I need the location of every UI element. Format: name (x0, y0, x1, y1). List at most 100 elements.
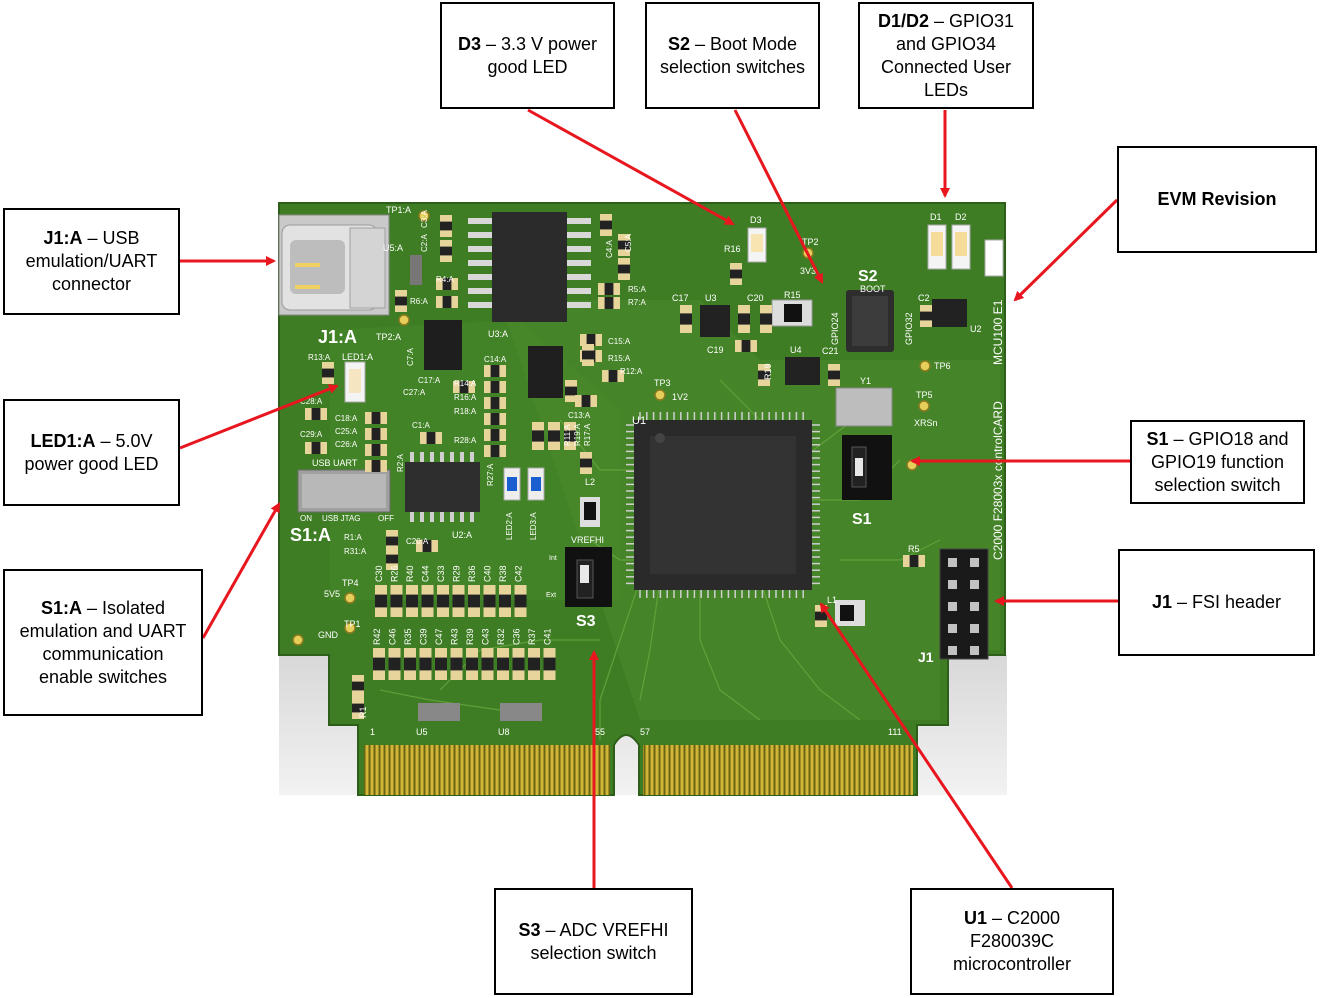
silk-usb-jtag: USB JTAG (322, 514, 361, 523)
silk-xrsn: XRSn (914, 418, 938, 428)
silk-c19: C19 (707, 345, 724, 355)
callout-line-text: – GPIO31 (928, 10, 1015, 31)
silk-j1a: J1:A (318, 327, 357, 347)
silk-left-label: R1:A (344, 533, 362, 542)
callout-line-bold: J1:A (43, 228, 83, 248)
silk-mid-label: R18:A (454, 407, 477, 416)
callout-line-text: – USB (82, 228, 140, 248)
silk-u4: U4 (790, 345, 802, 355)
silk-pin111: 111 (888, 727, 902, 737)
silk-row2-label: R43 (450, 628, 460, 645)
callout-line-bold: S1 (1146, 428, 1169, 449)
silk-s1: S1 (852, 511, 872, 528)
callout-line: J1:A – USB (43, 227, 139, 250)
silk-left-label: C17:A (418, 376, 441, 385)
callout-line: emulation/UART (26, 250, 158, 273)
silk-mid-label: R15:A (608, 354, 631, 363)
silk-tp4: TP4 (342, 578, 359, 588)
callout-line-text: F280039C (969, 931, 1055, 951)
callout-line: LED1:A – 5.0V (30, 430, 152, 453)
silk-row1-label: C42 (514, 565, 524, 582)
callout-line-text: connector (51, 274, 132, 294)
callout-line-text: GPIO19 function (1150, 451, 1285, 472)
silk-3v3: 3V3 (800, 266, 816, 276)
silk-left-label: C25:A (335, 427, 358, 436)
callout-line: U1 – C2000 (964, 907, 1060, 930)
callout-j1: J1 – FSI header (1118, 549, 1315, 656)
silk-ext: Ext (546, 592, 556, 599)
callout-line: and GPIO34 (896, 33, 996, 56)
silk-left-label: C29:A (300, 430, 323, 439)
callout-line-bold: S2 (667, 33, 690, 54)
silk-row2-label: R32 (496, 628, 506, 645)
callout-line: selection switch (530, 942, 656, 965)
silk-left-label: R13:A (308, 353, 331, 362)
silk-mid-label: LED2:A (505, 512, 514, 540)
silk-mid-label: LED3:A (529, 512, 538, 540)
silk-left-label: C1:A (412, 421, 430, 430)
silk-y1: Y1 (860, 376, 871, 386)
callout-line-text: microcontroller (952, 954, 1072, 974)
callout-line-bold: S3 (518, 919, 541, 940)
callout-line-text: power good LED (24, 453, 159, 474)
silk-r1: R1 (358, 706, 368, 718)
silk-int: Int (549, 555, 557, 562)
silk-row2-label: C46 (388, 628, 398, 645)
silk-left-label: C20:A (406, 537, 429, 546)
silk-row1-label: R29 (452, 565, 462, 582)
silk-r5: R5 (908, 544, 920, 554)
silk-d2: D2 (955, 212, 967, 222)
silk-row1-label: R40 (405, 565, 415, 582)
silk-mid-label: C4:A (605, 240, 614, 258)
callout-line-bold: U1 (963, 908, 987, 928)
silk-tp1: TP1 (344, 619, 361, 629)
callout-line-text: – ADC VREFHI (540, 919, 669, 940)
silk-mid-label: R7:A (628, 298, 646, 307)
silk-row1-label: C30 (374, 565, 384, 582)
callout-line-text: – FSI header (1171, 592, 1282, 612)
silk-d3: D3 (750, 215, 762, 225)
silk-r15: R15 (784, 290, 801, 300)
silk-mid-label: R12:A (620, 367, 643, 376)
callout-line: LEDs (924, 79, 968, 102)
chip-u6a (528, 346, 563, 398)
silk-u1: U1 (632, 415, 646, 427)
chip-u3a (492, 212, 567, 322)
silk-controlcard: C2000 F28003x controlCARD (991, 401, 1005, 560)
callout-line: Connected User (881, 56, 1011, 79)
chip-u8 (500, 703, 542, 721)
silk-r19: R19 (763, 363, 773, 380)
callout-line-text: emulation and UART (19, 620, 187, 641)
silk-mid-label: R27:A (486, 463, 495, 486)
silk-left-label: C18:A (335, 414, 358, 423)
callout-line-bold: D1/D2 (877, 10, 929, 31)
callout-line: F280039C (970, 930, 1054, 953)
silk-u3a: U3:A (488, 329, 508, 339)
silk-u5: U5 (416, 727, 428, 737)
callout-line: GPIO19 function (1151, 451, 1284, 474)
callout-line-text: emulation/UART (25, 251, 158, 271)
callout-line: S1:A – Isolated (41, 597, 165, 620)
silk-row1-label: R38 (498, 565, 508, 582)
silk-pin57: 57 (640, 727, 650, 737)
silk-mid-label: R19:A (573, 423, 582, 446)
silk-mid-label: C7:A (406, 348, 415, 366)
silk-tp1a: TP1:A (386, 205, 411, 215)
chip-u5a (410, 255, 422, 285)
callout-line: D3 – 3.3 V power (458, 33, 597, 56)
silk-mid-label: R14:A (454, 379, 477, 388)
silk-left-label: C27:A (403, 388, 426, 397)
silk-mid-label: C13:A (568, 411, 591, 420)
silk-tp5: TP5 (916, 390, 933, 400)
callout-line-text: LEDs (923, 79, 968, 100)
silk-tp3: TP3 (654, 378, 671, 388)
silk-l1: L1 (827, 595, 837, 605)
callout-line-text: – C2000 (986, 908, 1061, 928)
